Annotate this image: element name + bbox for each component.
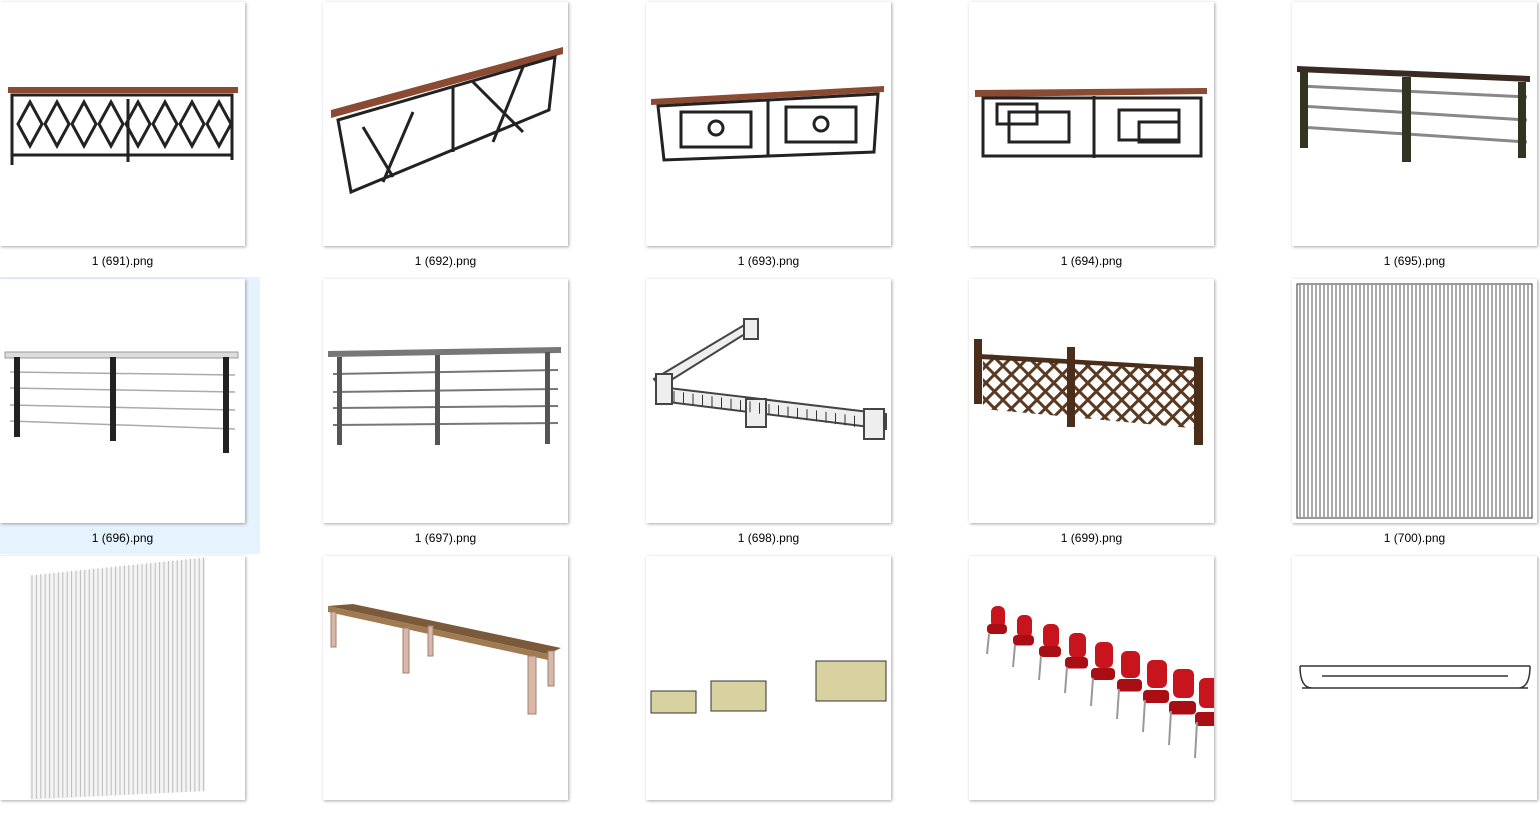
lattice-fence-thumbnail[interactable] [969,279,1214,523]
file-name: 1 (693).png [737,254,800,268]
molding-profile-thumbnail[interactable] [1292,556,1537,800]
file-item[interactable]: 1 (695).png [1292,0,1540,277]
railing-angled-thumbnail[interactable] [323,2,568,246]
file-item[interactable]: 1 (694).png [969,0,1229,277]
file-item[interactable]: 1 (697).png [323,277,583,554]
file-item[interactable]: 1 (691).png [0,0,260,277]
file-item[interactable]: 1 (698).png [646,277,906,554]
file-item[interactable] [0,554,260,831]
railing-fret-thumbnail[interactable] [969,2,1214,246]
file-name: 1 (699).png [1060,531,1123,545]
railing-scroll-thumbnail[interactable] [646,2,891,246]
file-item[interactable] [969,554,1229,831]
file-item[interactable]: 1 (699).png [969,277,1229,554]
red-chairs-thumbnail[interactable] [969,556,1214,800]
file-name: 1 (692).png [414,254,477,268]
file-name: 1 (698).png [737,531,800,545]
railing-diamond-thumbnail[interactable] [0,2,245,246]
railing-cable-thumbnail[interactable] [0,279,245,523]
vertical-slats-thumbnail[interactable] [1292,279,1537,523]
file-item[interactable]: 1 (693).png [646,0,906,277]
file-item[interactable] [323,554,583,831]
file-name: 1 (691).png [91,254,154,268]
file-item[interactable]: 1 (692).png [323,0,583,277]
balustrade-corner-thumbnail[interactable] [646,279,891,523]
file-name: 1 (694).png [1060,254,1123,268]
file-item[interactable] [1292,554,1540,831]
railing-bars-thumbnail[interactable] [1292,2,1537,246]
railing-cable-grey-thumbnail[interactable] [323,279,568,523]
file-item[interactable]: 1 (700).png [1292,277,1540,554]
slat-panel-thumbnail[interactable] [0,556,245,800]
file-name: 1 (696).png [91,531,154,545]
file-name: 1 (700).png [1383,531,1446,545]
file-name: 1 (697).png [414,531,477,545]
bench-thumbnail[interactable] [323,556,568,800]
file-name: 1 (695).png [1383,254,1446,268]
corbels-thumbnail[interactable] [646,556,891,800]
file-item[interactable]: 1 (696).png [0,277,260,554]
file-item[interactable] [646,554,906,831]
